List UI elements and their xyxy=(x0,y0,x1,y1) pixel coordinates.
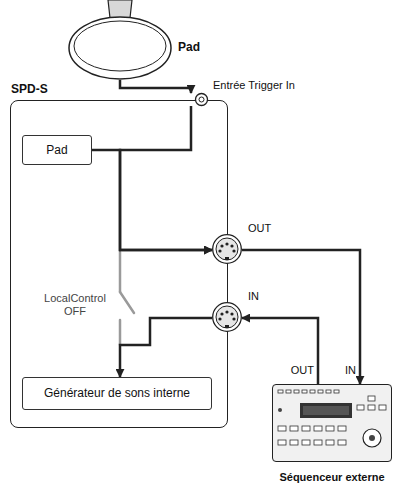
signal-connector xyxy=(120,106,212,250)
device-housing: SPD-SEntrée Trigger InPadOUTINGénérateur… xyxy=(10,100,228,428)
din-outline xyxy=(212,302,242,332)
box-label: Générateur de sons interne xyxy=(44,386,190,400)
signal-connector xyxy=(242,318,318,384)
sequencer-device: Séquenceur externe xyxy=(272,384,392,462)
midi-in-jack: IN xyxy=(212,302,242,332)
pad-box: Pad xyxy=(22,135,92,165)
node-label: IN xyxy=(248,290,259,303)
node-label: Séquenceur externe xyxy=(279,471,384,484)
din-outline xyxy=(212,234,242,264)
trigger-jack: Entrée Trigger In xyxy=(195,93,208,106)
port-label: OUT xyxy=(280,364,314,377)
jack-outline xyxy=(195,93,208,106)
signal-connector xyxy=(120,80,191,93)
box-label: Pad xyxy=(46,143,67,157)
node-label: SPD-S xyxy=(11,82,48,96)
local-control-switch xyxy=(120,252,134,345)
switch-label: LocalControl OFF xyxy=(40,292,110,318)
port-label: IN xyxy=(325,364,356,377)
midi-out-jack: OUT xyxy=(212,234,242,264)
node-label: OUT xyxy=(248,222,271,235)
signal-connector xyxy=(242,250,360,384)
pad-clamp xyxy=(108,0,132,18)
sound-generator-box: Générateur de sons interne xyxy=(22,377,212,410)
sequencer-illustration xyxy=(272,384,392,462)
ellipse-outline xyxy=(68,16,172,80)
drum-pad: Pad xyxy=(68,16,172,80)
node-label: Pad xyxy=(178,40,200,54)
node-label: Entrée Trigger In xyxy=(213,79,295,92)
signal-connector xyxy=(120,318,212,377)
signal-connector xyxy=(92,150,212,250)
